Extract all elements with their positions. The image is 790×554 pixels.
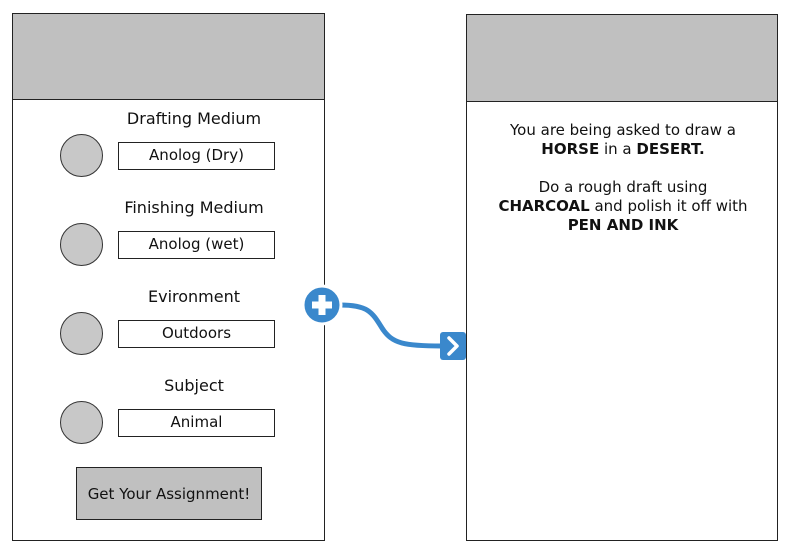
assignment-finishing-medium: PEN AND INK bbox=[567, 216, 679, 234]
environment-field[interactable]: Outdoors bbox=[118, 320, 275, 348]
environment-label: Evironment bbox=[147, 287, 241, 306]
plus-icon[interactable] bbox=[301, 284, 343, 326]
assignment-text: You are being asked to draw a HORSE in a… bbox=[487, 121, 759, 235]
assignment-line-subject: You are being asked to draw a HORSE in a… bbox=[487, 121, 759, 159]
assignment-draft-intro: Do a rough draft using bbox=[538, 178, 708, 196]
drafting-medium-label: Drafting Medium bbox=[126, 109, 262, 128]
assignment-in-word: in a bbox=[603, 140, 632, 158]
environment-selector[interactable] bbox=[60, 312, 103, 355]
drafting-medium-selector[interactable] bbox=[60, 134, 103, 177]
form-screen: Drafting Medium Anolog (Dry) Finishing M… bbox=[12, 13, 325, 541]
assignment-drafting-medium: CHARCOAL bbox=[498, 197, 590, 215]
assignment-screen-header bbox=[467, 15, 777, 102]
drafting-medium-field[interactable]: Anolog (Dry) bbox=[118, 142, 275, 170]
assignment-polish-text: and polish it off with bbox=[594, 197, 748, 215]
subject-selector[interactable] bbox=[60, 401, 103, 444]
finishing-medium-field[interactable]: Anolog (wet) bbox=[118, 231, 275, 259]
chevron-right-icon[interactable] bbox=[440, 332, 466, 360]
assignment-intro: You are being asked to draw a bbox=[510, 121, 736, 139]
assignment-screen: You are being asked to draw a HORSE in a… bbox=[466, 14, 778, 541]
subject-label: Subject bbox=[164, 376, 224, 395]
assignment-subject: HORSE bbox=[541, 140, 600, 158]
finishing-medium-label: Finishing Medium bbox=[124, 198, 264, 217]
assignment-environment: DESERT. bbox=[636, 140, 705, 158]
connector-line bbox=[337, 302, 445, 349]
finishing-medium-selector[interactable] bbox=[60, 223, 103, 266]
get-assignment-button[interactable]: Get Your Assignment! bbox=[76, 467, 262, 520]
assignment-line-media: Do a rough draft using CHARCOAL and poli… bbox=[487, 178, 759, 235]
form-screen-header bbox=[13, 14, 324, 100]
subject-field[interactable]: Animal bbox=[118, 409, 275, 437]
